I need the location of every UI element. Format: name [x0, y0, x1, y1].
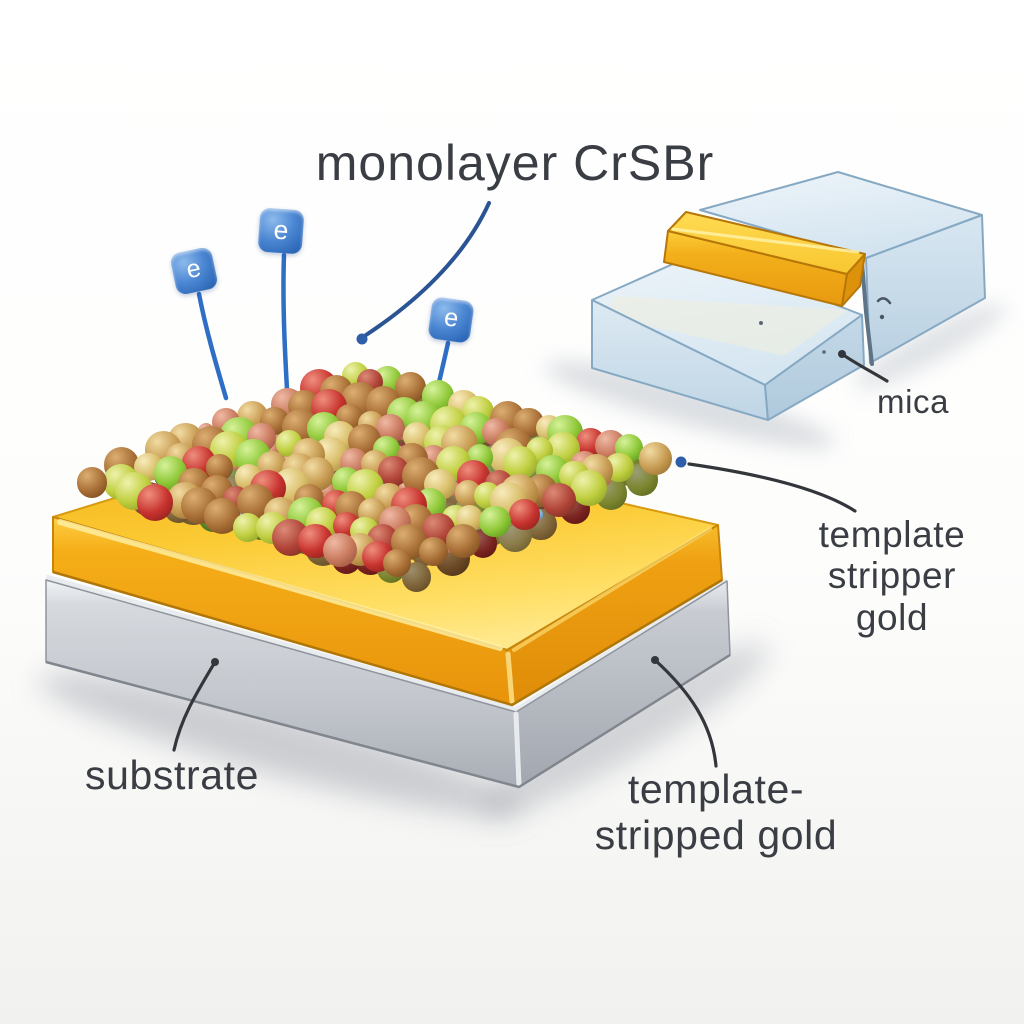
mica-leader-dot: [838, 350, 846, 358]
gold-bottom-edge: [52, 570, 723, 707]
title-leader-line: [364, 201, 491, 337]
label-line-3: gold: [855, 596, 929, 638]
mica-speck-dot-3: [822, 350, 826, 354]
label-line-1: template-: [627, 766, 805, 812]
substrate-bottom-edge: [45, 653, 731, 789]
mica-speck-dot: [879, 314, 885, 320]
label-template-stripped-gold: template- stripped gold: [594, 766, 838, 859]
electron-line-2: [281, 252, 292, 427]
title-leader-dot: [356, 333, 368, 345]
stripper-gold-leader-dot: [675, 456, 687, 468]
gold-corner-highlight: [505, 651, 515, 705]
diagram-title: monolayer CrSBr: [315, 135, 715, 191]
label-line-1: template: [818, 514, 966, 555]
label-line-2: stripper: [827, 555, 957, 597]
gold-right-edge-highlight: [512, 527, 712, 652]
mica-left-slab-end-face: [764, 314, 865, 421]
mica-speck-squiggle: [876, 297, 892, 305]
gold-front-edge-highlight: [57, 519, 503, 651]
label-substrate: substrate: [85, 752, 260, 798]
leader-lines: [172, 201, 889, 768]
stripped-gold-leader-line: [653, 658, 718, 768]
electron-line-3: [423, 340, 451, 445]
label-line-2: stripped gold: [594, 811, 838, 858]
label-mica: mica: [877, 383, 950, 420]
substrate-corner-highlight: [513, 711, 522, 788]
electron-line-1: [196, 291, 229, 401]
substrate-leader-dot: [211, 658, 219, 666]
substrate-slab: [45, 574, 731, 789]
stripped-gold-leader-dot: [651, 656, 659, 664]
substrate-leader-line: [172, 660, 217, 752]
mica-gold-bar-end-face: [841, 253, 866, 307]
mica-speck-dot-2: [759, 321, 763, 325]
mica-illustration: [591, 171, 986, 421]
electron-lines: [196, 252, 451, 445]
mica-gap-line: [860, 260, 874, 366]
mica-left-slab-reflection: [604, 296, 848, 356]
label-template-stripper-gold: template stripper gold: [819, 514, 966, 638]
mica-gold-bar-highlight: [671, 227, 860, 254]
stripper-gold-leader-line: [687, 462, 857, 513]
